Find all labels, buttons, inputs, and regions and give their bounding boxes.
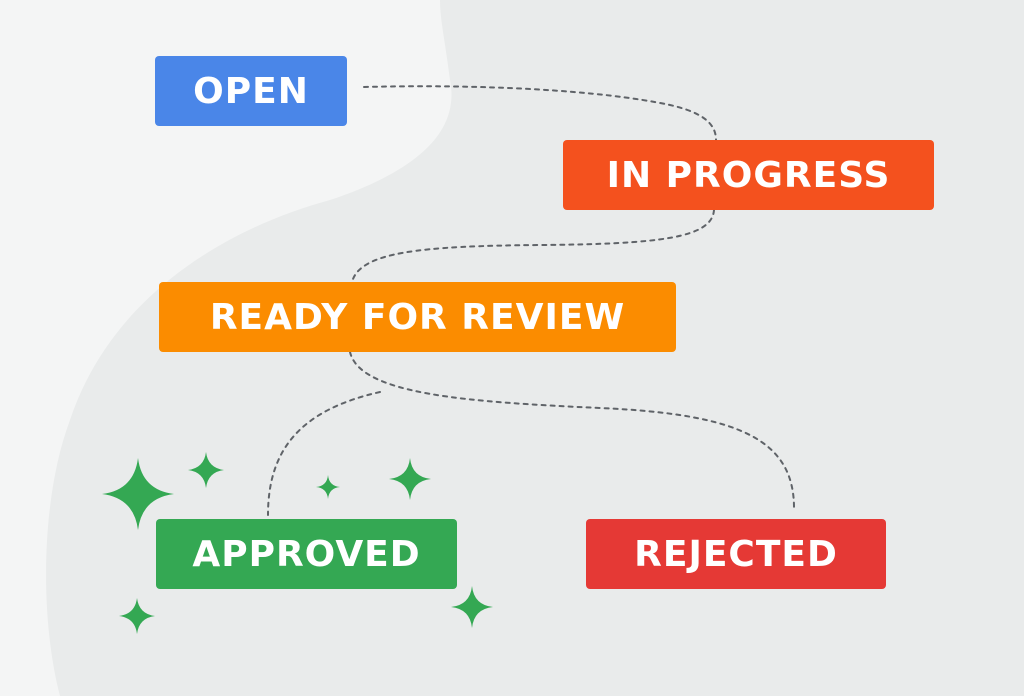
sparkle-icon [316,475,340,499]
connector-ready-to-approved [267,391,381,516]
status-approved-badge: APPROVED [156,519,457,589]
sparkle-icon [119,598,155,634]
status-rejected-badge: REJECTED [586,519,886,589]
sparkle-icon [188,452,224,488]
status-open-badge: OPEN [155,56,347,126]
connector-ready-to-rejected [349,351,796,511]
connector-open-to-in-progress [363,85,717,141]
status-in-progress-badge: IN PROGRESS [563,140,934,210]
status-ready-for-review-badge: READY FOR REVIEW [159,282,676,352]
sparkle-icon [389,458,431,500]
connector-in-progress-to-ready [351,209,715,283]
sparkle-icon [102,458,174,530]
sparkle-icon [451,586,493,628]
